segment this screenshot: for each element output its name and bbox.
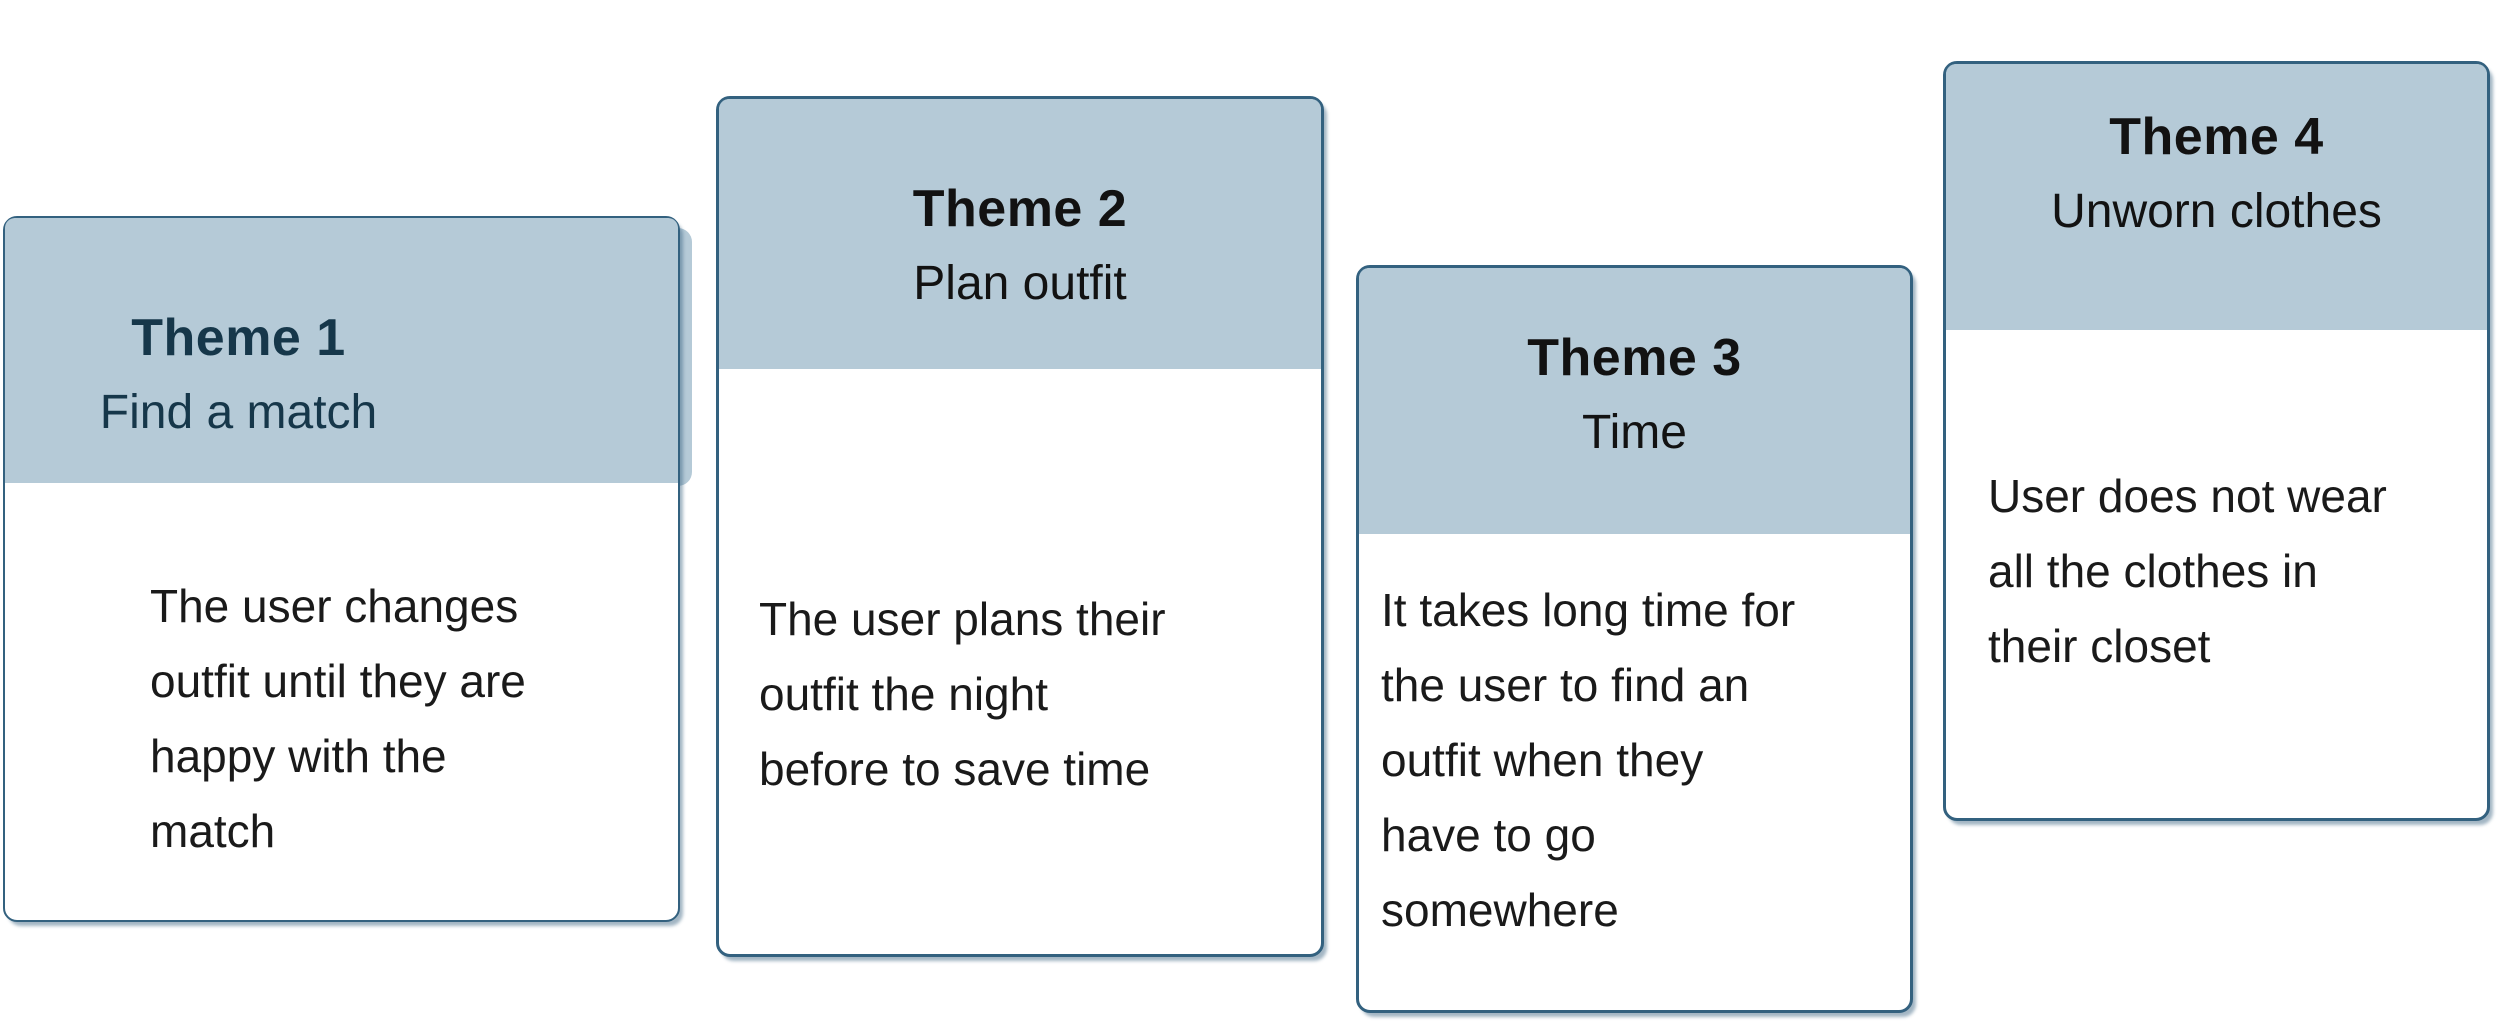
- card-theme-4: Theme 4 Unworn clothes User does not wea…: [1943, 61, 2490, 821]
- card-theme-4-body: User does not wear all the clothes in th…: [1988, 470, 2387, 672]
- card-theme-3-subtitle: Time: [1582, 406, 1687, 459]
- card-theme-4-title: Theme 4: [2109, 108, 2324, 166]
- card-theme-4-subtitle: Unworn clothes: [2051, 185, 2382, 238]
- card-theme-3-header: Theme 3 Time: [1359, 268, 1910, 534]
- card-theme-3: Theme 3 Time It takes long time for the …: [1356, 265, 1913, 1013]
- card-theme-2: Theme 2 Plan outfit The user plans their…: [716, 96, 1324, 957]
- card-theme-2-title: Theme 2: [912, 180, 1128, 238]
- card-theme-2-subtitle: Plan outfit: [913, 257, 1127, 310]
- card-theme-1-header: Theme 1 Find a match: [5, 218, 678, 483]
- card-theme-1-subtitle: Find a match: [99, 386, 378, 439]
- card-theme-1-title: Theme 1: [131, 309, 346, 367]
- card-theme-1: Theme 1 Find a match The user changes ou…: [3, 216, 680, 922]
- card-theme-4-header: Theme 4 Unworn clothes: [1946, 64, 2487, 330]
- card-theme-1-body: The user changes outfit until they are h…: [150, 580, 526, 857]
- card-theme-3-body: It takes long time for the user to find …: [1381, 584, 1796, 936]
- card-theme-3-title: Theme 3: [1527, 329, 1742, 387]
- card-theme-2-header: Theme 2 Plan outfit: [719, 99, 1321, 369]
- card-theme-2-body: The user plans their outfit the night be…: [759, 593, 1166, 795]
